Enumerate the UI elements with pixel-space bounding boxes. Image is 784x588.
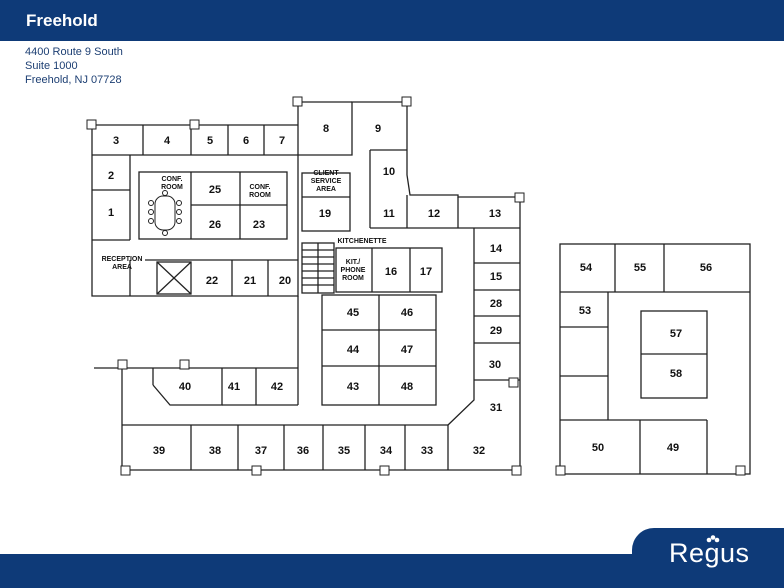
room-label: 19: [319, 208, 331, 220]
room-label: 54: [580, 262, 593, 274]
room-label: 33: [421, 445, 433, 457]
logo-mark-icon: [706, 535, 720, 543]
room-label: 45: [347, 307, 359, 319]
room-label: 17: [420, 266, 432, 278]
room-label: 4: [164, 135, 171, 147]
room-label: 58: [670, 368, 682, 380]
room-label: 2: [108, 170, 114, 182]
room-label: 1: [108, 207, 114, 219]
conference-table: [148, 190, 182, 236]
room-label: 25: [209, 184, 221, 196]
room-label: 29: [490, 325, 502, 337]
room-label: 6: [243, 135, 249, 147]
room-label: 3: [113, 135, 119, 147]
room-labels: 1 2 3 4 5 6 7 8 9 10 11 12 13 14 15 16 1…: [108, 123, 712, 457]
room-label: 11: [383, 208, 395, 220]
room-label: 57: [670, 328, 682, 340]
room-label: 10: [383, 166, 395, 178]
room-label: 32: [473, 445, 485, 457]
room-label: 7: [279, 135, 285, 147]
room-label: 55: [634, 262, 646, 274]
room-label: 47: [401, 344, 413, 356]
room-label: 40: [179, 381, 191, 393]
room-label: 31: [490, 402, 502, 414]
room-label: 21: [244, 275, 256, 287]
room-label: 35: [338, 445, 350, 457]
room-label: 53: [579, 305, 591, 317]
conf-room-right-label: CONF.ROOM: [249, 184, 271, 199]
room-label: 38: [209, 445, 221, 457]
room-label: 41: [228, 381, 240, 393]
room-label: 9: [375, 123, 381, 135]
column-markers: [86, 96, 746, 476]
room-label: 43: [347, 381, 359, 393]
room-label: 50: [592, 442, 604, 454]
header-bar: Freehold: [0, 0, 784, 41]
brand-logo: Regus: [632, 528, 784, 588]
address-city: Freehold, NJ 07728: [25, 74, 122, 86]
brand-name: Regus: [669, 538, 750, 568]
address-suite: Suite 1000: [25, 60, 78, 72]
room-label: 36: [297, 445, 309, 457]
walls: [91, 101, 751, 475]
kitchenette-label: KITCHENETTE: [338, 238, 387, 245]
room-label: 46: [401, 307, 413, 319]
room-label: 42: [271, 381, 283, 393]
page-title: Freehold: [26, 11, 98, 30]
room-label: 37: [255, 445, 267, 457]
room-label: 22: [206, 275, 218, 287]
room-label: 12: [428, 208, 440, 220]
conf-room-left-label: CONF.ROOM: [161, 176, 183, 191]
room-label: 14: [490, 243, 503, 255]
room-label: 44: [347, 344, 360, 356]
room-label: 13: [489, 208, 501, 220]
room-label: 5: [207, 135, 213, 147]
address-block: 4400 Route 9 South Suite 1000 Freehold, …: [25, 45, 123, 87]
room-label: 20: [279, 275, 291, 287]
address-street: 4400 Route 9 South: [25, 46, 123, 58]
room-label: 16: [385, 266, 397, 278]
room-label: 48: [401, 381, 413, 393]
room-label: 56: [700, 262, 712, 274]
room-label: 30: [489, 359, 501, 371]
room-label: 28: [490, 298, 502, 310]
room-label: 15: [490, 271, 502, 283]
room-label: 39: [153, 445, 165, 457]
room-label: 8: [323, 123, 329, 135]
room-label: 23: [253, 219, 265, 231]
room-label: 34: [380, 445, 393, 457]
room-label: 26: [209, 219, 221, 231]
room-label: 49: [667, 442, 679, 454]
